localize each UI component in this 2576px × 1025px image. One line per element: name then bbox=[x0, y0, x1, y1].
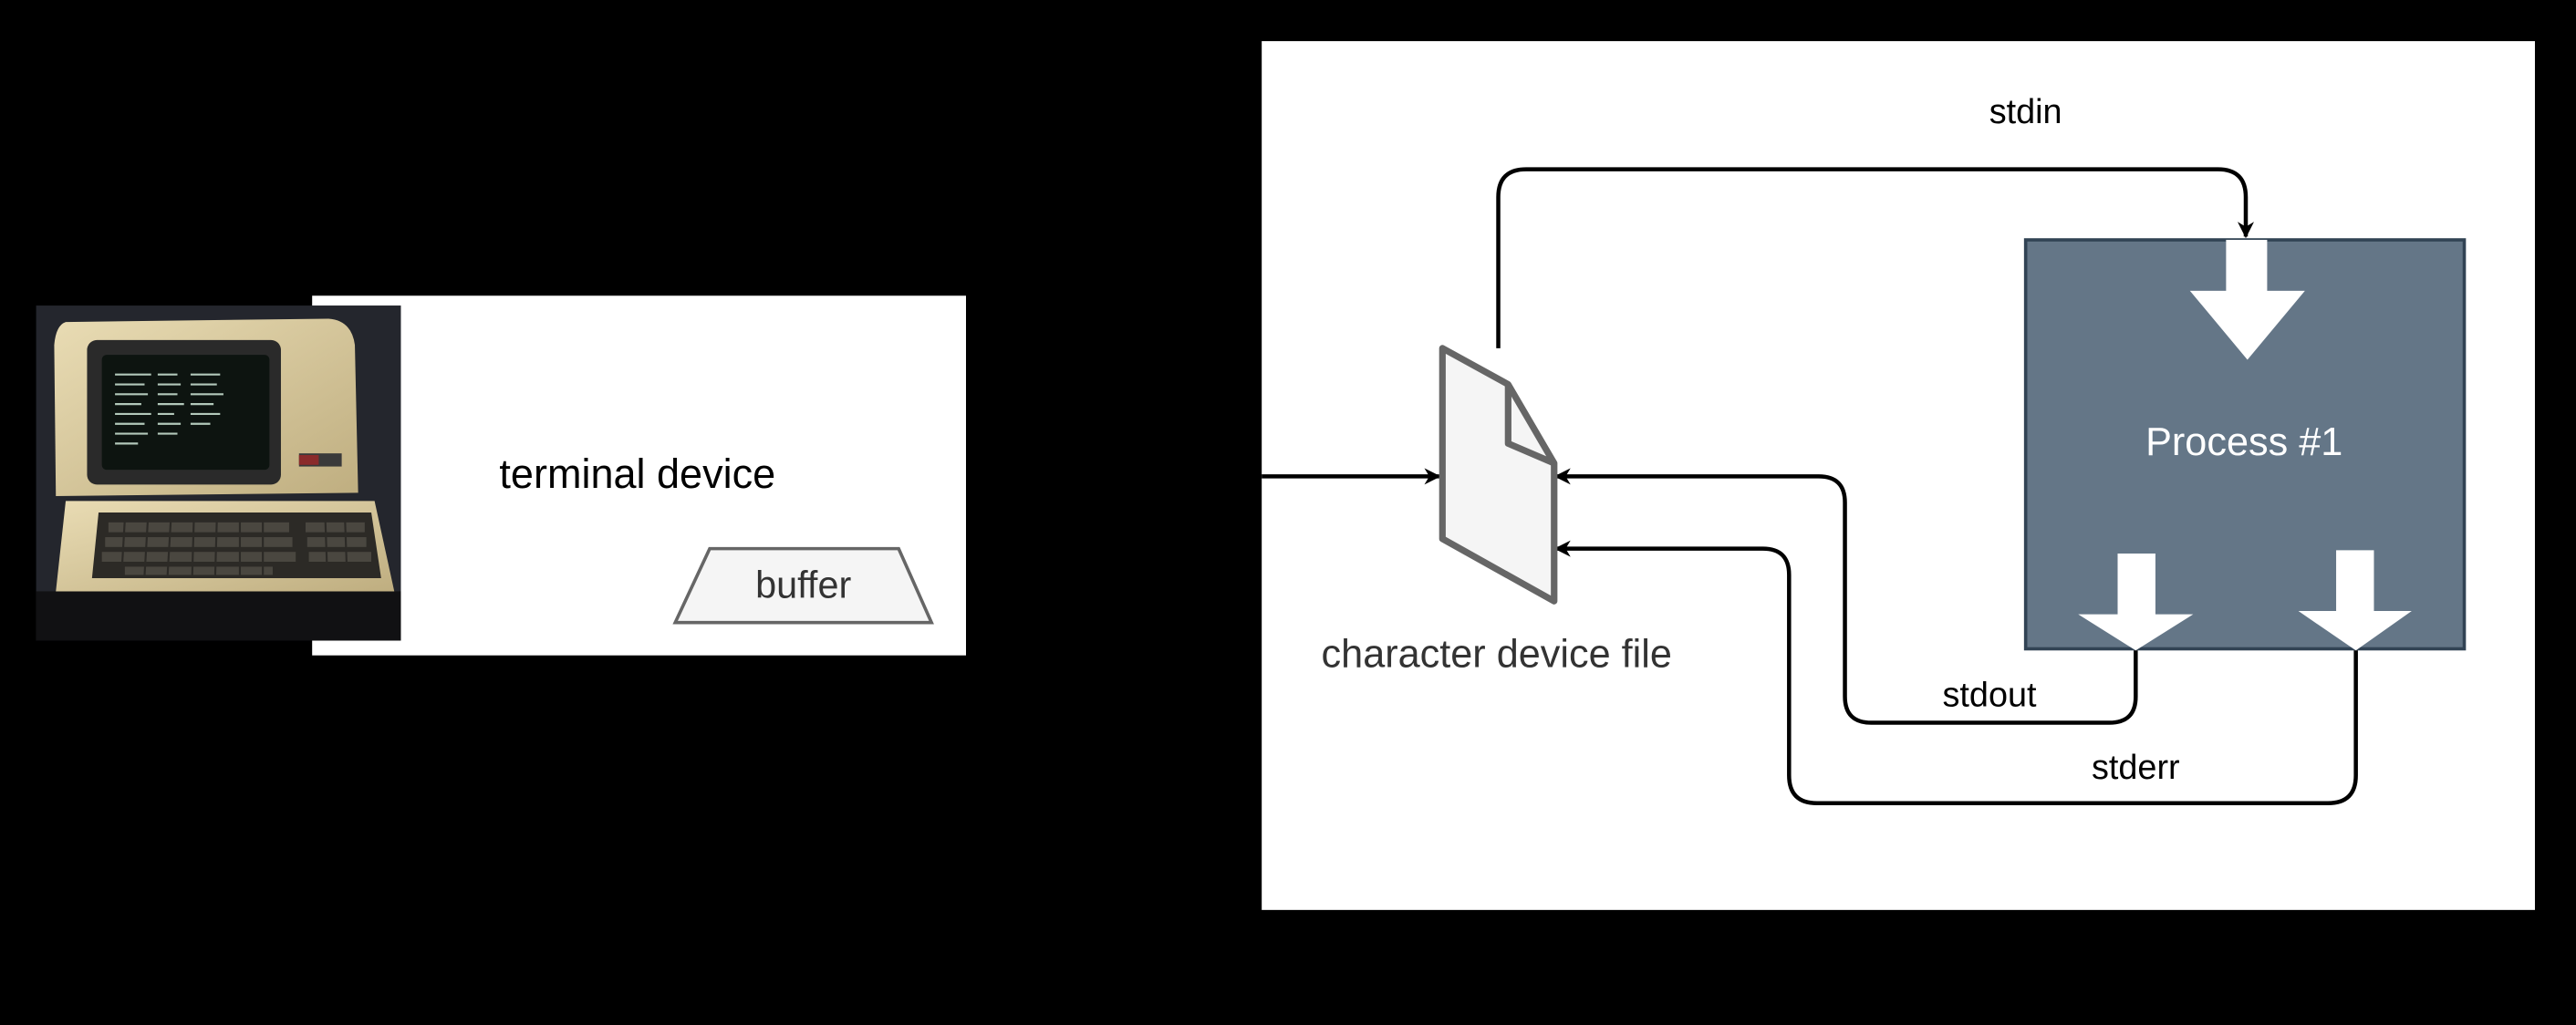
process-stdout-port bbox=[2078, 554, 2194, 651]
stdin-connector bbox=[1496, 167, 2254, 348]
stderr-label: stderr bbox=[2092, 749, 2180, 787]
process-input-arrow bbox=[2189, 240, 2305, 360]
buffer-shape: buffer bbox=[672, 546, 934, 625]
buffer-label: buffer bbox=[755, 564, 851, 606]
process-label: Process #1 bbox=[2145, 420, 2342, 464]
stdin-label: stdin bbox=[1989, 93, 2062, 131]
process-box: Process #1 bbox=[2023, 238, 2467, 651]
process-stderr-port bbox=[2298, 550, 2412, 651]
stderr-connector bbox=[1553, 540, 2358, 806]
terminal-device-panel: terminal device buffer bbox=[36, 295, 967, 656]
terminal-device-label: terminal device bbox=[499, 450, 775, 497]
vintage-terminal-photo bbox=[36, 305, 401, 641]
stdout-label: stdout bbox=[1943, 677, 2038, 715]
device-file-label: character device file bbox=[1322, 632, 1672, 676]
stdout-connector bbox=[1553, 468, 2138, 725]
system-panel: Process #1 stdin stdout stderr character… bbox=[1262, 41, 2535, 910]
file-icon bbox=[1439, 345, 1558, 605]
